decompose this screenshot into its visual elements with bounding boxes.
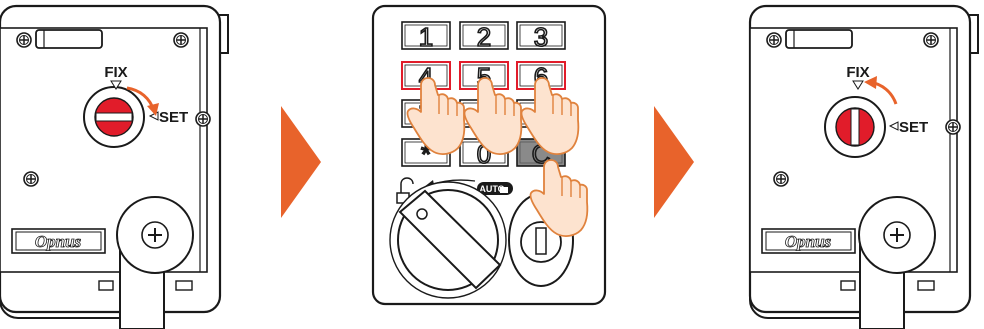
keypad-panel: 123456789*0C AUTO [373,6,605,304]
screw-icon [946,120,960,134]
lock-panel-before: FIX SET Opnus [0,6,228,329]
screw-icon [767,33,781,47]
screw-icon [924,33,938,47]
mode-dial[interactable] [390,182,506,298]
lock-panel-after: FIX SET Opnus [750,6,978,329]
keypad-key-2[interactable]: 2 [460,22,508,52]
screw-icon [774,172,788,186]
keypad-key-1[interactable]: 1 [402,22,450,52]
lock-icon [500,187,508,193]
fix-label: FIX [846,64,869,81]
keypad-key-label: 2 [477,22,491,52]
fix-set-knob[interactable] [84,87,144,147]
keypad-key-3[interactable]: 3 [517,22,565,52]
screw-icon [24,172,38,186]
brand-logo: Opnus [785,232,832,251]
screw-icon [196,112,210,126]
set-label: SET [159,109,188,126]
step-arrow-icon [281,106,321,218]
fix-set-knob[interactable] [825,97,885,157]
keypad-key-label: 3 [534,22,548,52]
step-arrow-icon [654,106,694,218]
fix-label: FIX [104,64,127,81]
set-label: SET [899,119,928,136]
keypad-key-label: 1 [419,22,433,52]
screw-icon [174,33,188,47]
screw-icon [17,33,31,47]
brand-logo: Opnus [35,232,82,251]
